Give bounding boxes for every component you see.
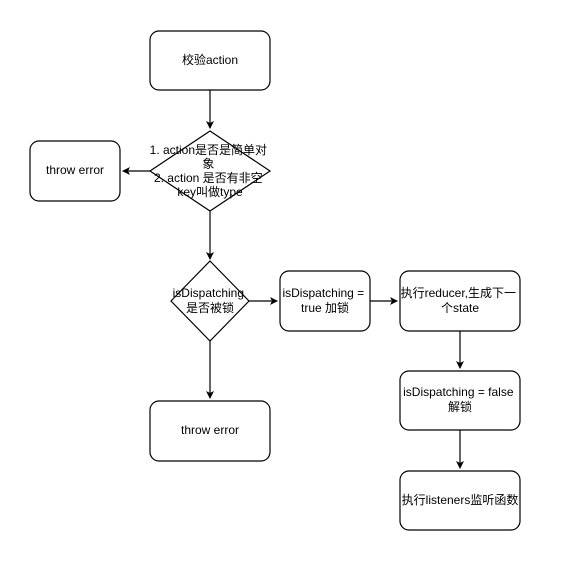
node-validate-action: 校验action: [149, 30, 271, 91]
node-label: isDispatching = true 加锁: [282, 286, 367, 315]
node-label: 执行listeners监听函数: [402, 492, 519, 507]
node-lock: isDispatching = true 加锁: [279, 270, 371, 332]
node-label: throw error: [46, 163, 104, 177]
node-label: isDispatching 是否被锁: [173, 286, 248, 315]
node-label: 1. action是否是简单对 象 2. action 是否有非空 key叫做t…: [150, 143, 271, 199]
process-box: [149, 30, 271, 91]
node-run-reducer: 执行reducer,生成下一 个state: [399, 270, 521, 332]
edges: [122, 90, 464, 469]
node-throw-error-bottom: throw error: [149, 400, 271, 462]
node-throw-error-top: throw error: [29, 140, 121, 202]
process-box: [29, 140, 121, 202]
node-run-listeners: 执行listeners监听函数: [399, 470, 521, 531]
node-is-dispatching: isDispatching 是否被锁: [170, 260, 250, 342]
node-check-action: 1. action是否是简单对 象 2. action 是否有非空 key叫做t…: [148, 130, 272, 212]
node-label: throw error: [181, 423, 239, 437]
process-box: [149, 400, 271, 462]
process-box: [279, 270, 371, 332]
process-box: [399, 370, 521, 431]
node-label: 校验action: [182, 52, 238, 67]
decision-diamond: [170, 260, 250, 342]
node-label: 执行reducer,生成下一 个state: [401, 286, 520, 315]
node-unlock: isDispatching = false 解锁: [399, 370, 521, 431]
node-label: isDispatching = false 解锁: [403, 385, 517, 414]
process-box: [399, 270, 521, 332]
decision-diamond: [148, 130, 272, 212]
process-box: [399, 470, 521, 531]
